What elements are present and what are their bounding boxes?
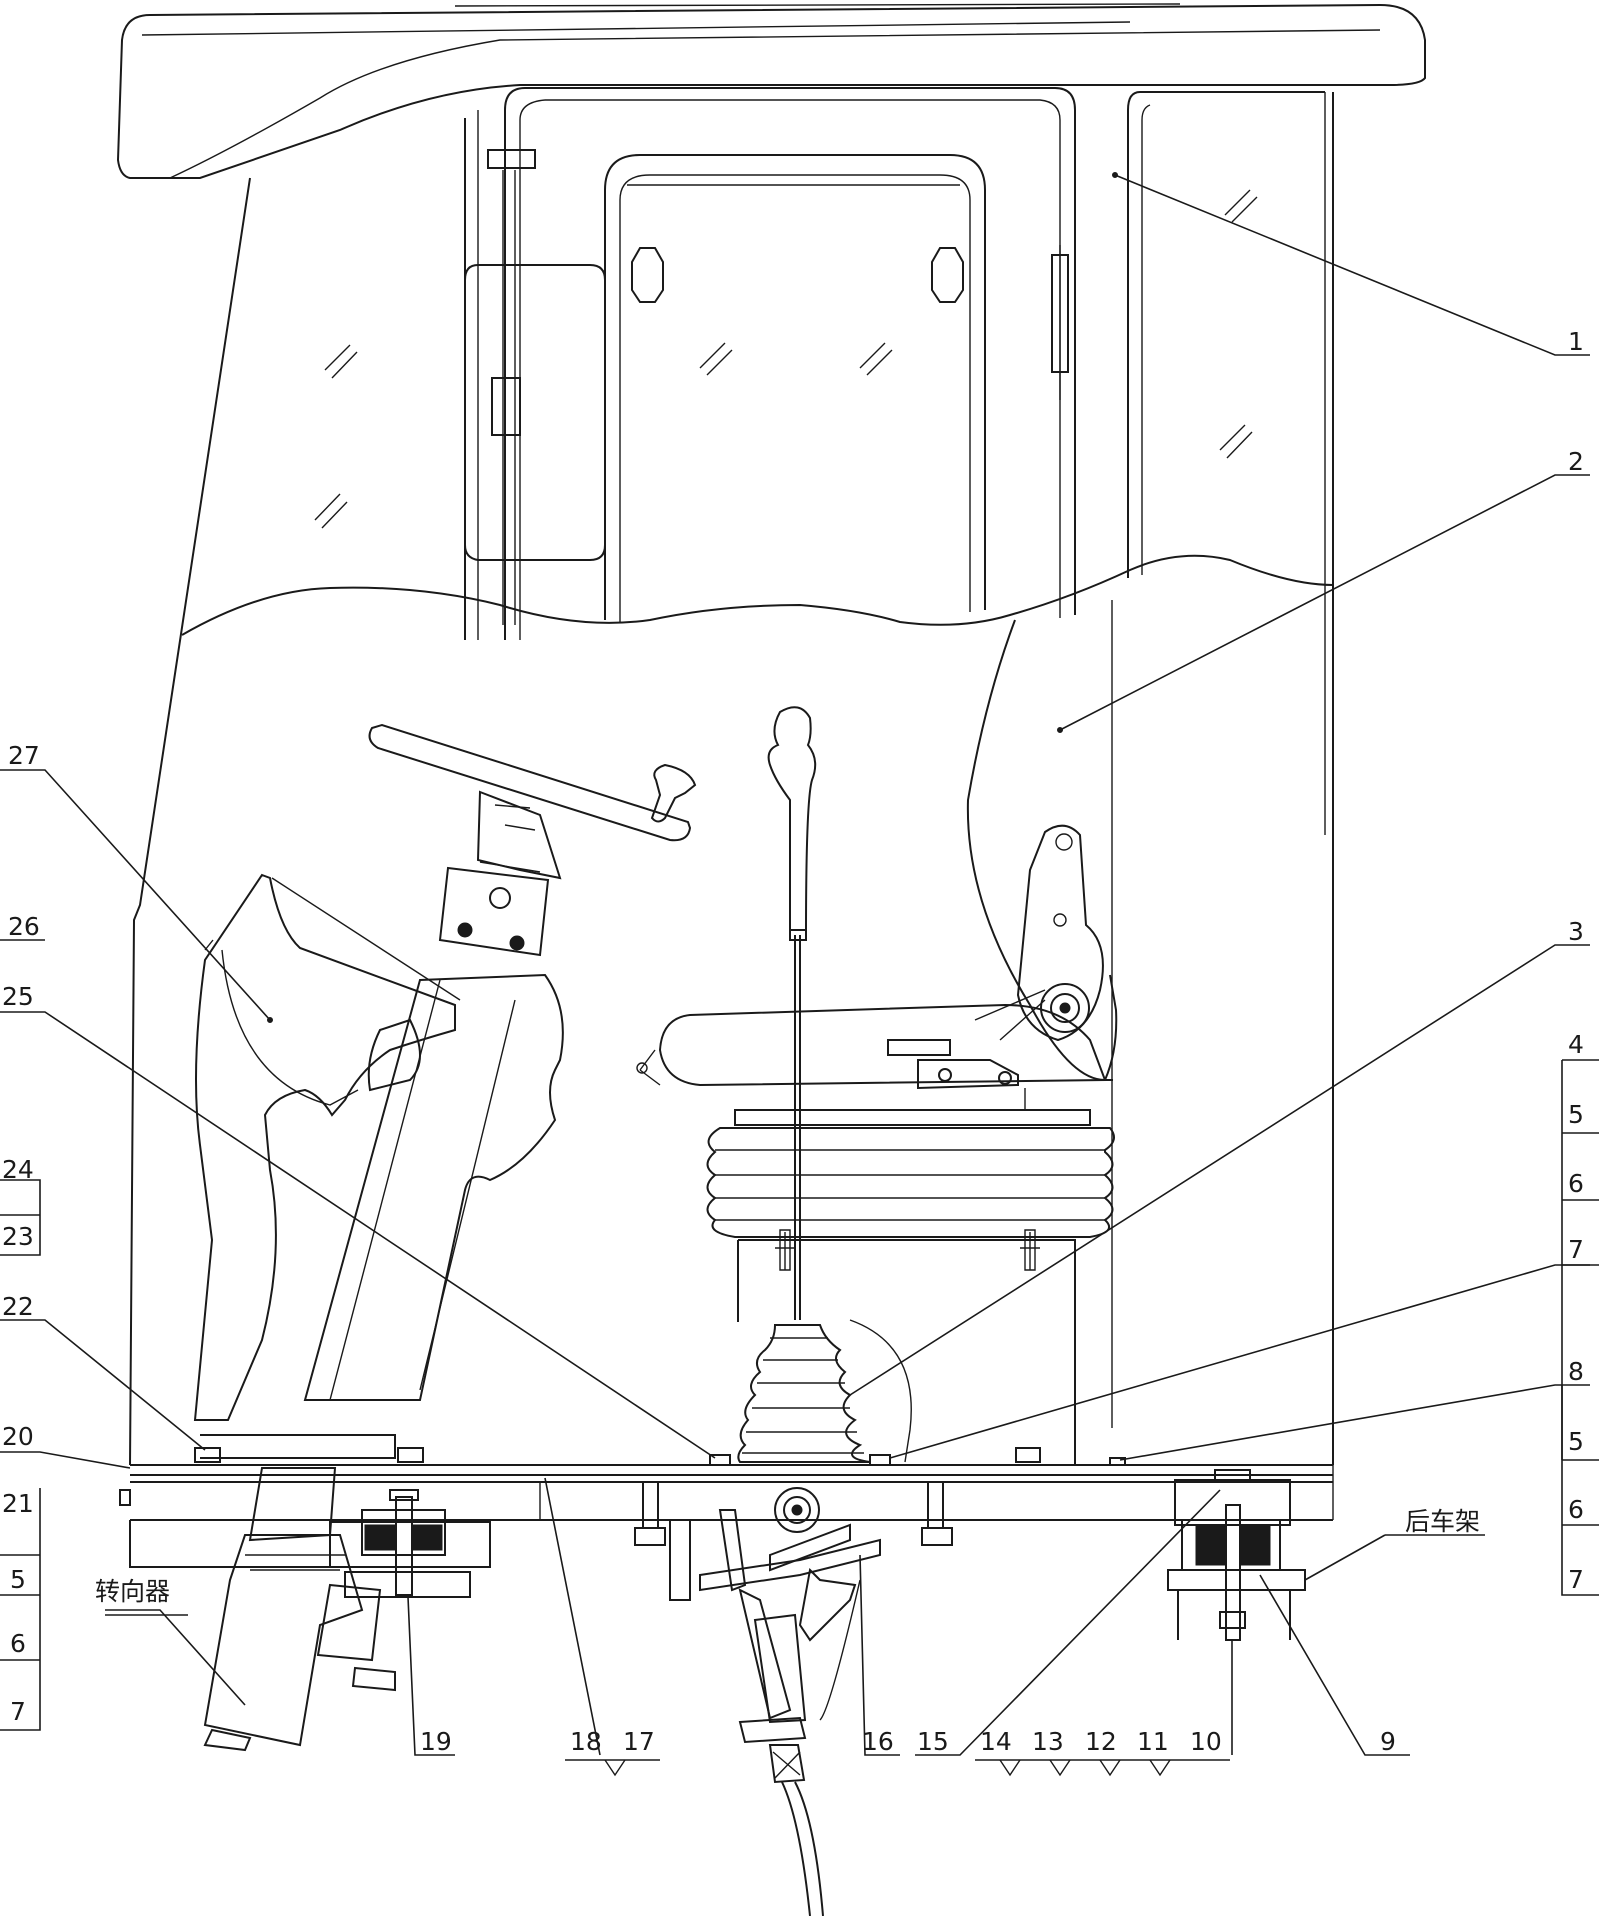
label-5-lower: 5 [1568,1427,1584,1456]
label-rear-frame: 后车架 [1405,1507,1480,1536]
leader-lines [0,172,1599,1777]
glass-hatch-marks [314,189,1258,529]
label-7-upper: 7 [1568,1235,1584,1264]
label-6-lower: 6 [1568,1495,1584,1524]
label-12: 12 [1085,1727,1117,1756]
cab-floor [119,1447,1334,1601]
label-8: 8 [1568,1357,1584,1386]
seat-suspension-bellows [706,1109,1115,1465]
label-21: 21 [2,1489,34,1518]
door-glass-panel [464,264,606,561]
label-4: 4 [1568,1030,1584,1059]
operator-seat [636,619,1118,1110]
cab-frame [129,87,1334,1466]
label-27: 27 [8,741,40,770]
label-steering-unit: 转向器 [95,1577,170,1606]
label-3: 3 [1568,917,1584,946]
label-6-upper: 6 [1568,1169,1584,1198]
door-hinge [1051,245,1069,400]
gear-shift-lever [767,706,817,1320]
label-15: 15 [917,1727,949,1756]
label-7-lower: 7 [1568,1565,1584,1594]
label-13: 13 [1032,1727,1064,1756]
steering-column [303,973,564,1401]
dash-console [193,873,461,1459]
label-20: 20 [2,1422,34,1451]
label-19: 19 [420,1727,452,1756]
label-6-left: 6 [10,1629,26,1658]
label-14: 14 [980,1727,1012,1756]
label-16: 16 [862,1727,894,1756]
door-strut [487,149,536,625]
control-cable-linkage [699,1487,881,1916]
label-24: 24 [2,1155,34,1184]
label-23: 23 [2,1222,34,1251]
label-2: 2 [1568,447,1584,476]
label-25: 25 [2,982,34,1011]
label-5-left: 5 [10,1565,26,1594]
label-22: 22 [2,1292,34,1321]
label-5-upper: 5 [1568,1100,1584,1129]
label-9: 9 [1380,1727,1396,1756]
label-26: 26 [8,912,40,941]
right-rubber-mount [1167,1469,1306,1641]
label-18: 18 [570,1727,602,1756]
label-7-left: 7 [10,1697,26,1726]
section-break-line [181,554,1334,636]
label-1: 1 [1568,327,1584,356]
left-rubber-mount [329,1489,491,1598]
steering-wheel [368,723,697,957]
label-17: 17 [623,1727,655,1756]
label-11: 11 [1137,1727,1169,1756]
label-10: 10 [1190,1727,1222,1756]
cab-roof [116,3,1426,179]
gear-lever-boot [737,1319,912,1463]
part-labels: 1 2 3 4 5 6 7 8 5 6 7 9 10 11 12 13 14 1… [2,327,1584,1756]
